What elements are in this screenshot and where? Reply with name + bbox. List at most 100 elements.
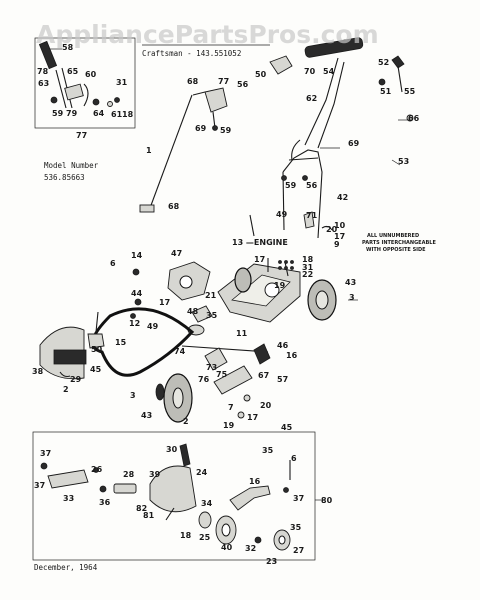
part-number-label: 40 [221,543,233,552]
handle-assembly [269,37,414,161]
wheel-lower-left [163,373,193,423]
part-number-label: 17 [247,413,258,422]
part-number-label: 68 [168,202,180,211]
part-number-label: 14 [131,251,143,260]
part-number-label: 33 [63,494,74,503]
part-number-label: 59 [285,181,297,190]
part-number-label: 34 [201,499,213,508]
part-number-label: 21 [205,291,217,300]
part-number-label: 18 [302,255,314,264]
part-number-label: 36 [99,498,111,507]
part-number-label: 17 [334,232,345,241]
part-number-label: 10 [334,221,346,230]
interchange-note-2: PARTS INTERCHANGEABLE [362,240,436,246]
part-number-label: 26 [91,465,103,474]
part-number-label: 30 [166,445,178,454]
drive-assembly [91,261,271,419]
watermark: AppliancePartsPros.com [36,20,379,49]
part-number-label: 32 [245,544,256,553]
part-number-label: 11 [236,329,248,338]
part-number-label: 43 [345,278,356,287]
wheel-lower-right [155,383,165,401]
part-number-label: 49 [147,322,159,331]
part-number-label: 82 [136,504,147,513]
part-number-label: 50 [255,70,267,79]
header-line: Craftsman - 143.551052 [142,49,241,58]
part-number-label: 42 [337,193,348,202]
part-number-label: 35 [206,311,218,320]
part-number-label: 31 [116,78,128,87]
part-number-label: 55 [404,87,416,96]
wheel-upper-left [234,267,252,293]
part-number-label: 64 [93,109,105,118]
part-number-label: 77 [218,77,229,86]
interchange-note-3: WITH OPPOSITE SIDE [366,247,426,253]
part-number-label: 18 [180,531,192,540]
part-number-label: 17 [254,255,265,264]
part-number-label: 59 [220,126,232,135]
part-number-label: 2 [63,385,69,394]
part-number-label: 68 [187,77,199,86]
part-number-label: 57 [277,375,288,384]
part-number-label: 12 [129,319,140,328]
part-number-label: 74 [174,347,186,356]
part-number-label: 38 [32,367,44,376]
part-number-label: 61 [111,110,123,119]
inset-box-lower [32,431,316,561]
model-number-value: 536.85663 [44,173,85,182]
part-number-label: 15 [115,338,127,347]
part-number-label: 49 [276,210,288,219]
part-number-label: 58 [62,43,74,52]
part-number-label: 27 [293,546,304,555]
lower-inset-parts [40,443,291,551]
part-number-label: 45 [281,423,293,432]
part-number-label: 45 [90,365,102,374]
control-lever-assembly [38,40,120,109]
part-number-label: 28 [123,470,135,479]
model-number-label: Model Number [44,161,99,170]
part-number-label: 20 [260,401,272,410]
part-number-label: 20 [326,225,338,234]
part-number-label: 66 [408,114,420,123]
part-number-label: 9 [334,240,340,249]
part-number-label: 37 [293,494,304,503]
part-number-label: 78 [37,67,49,76]
part-number-label: 19 [223,421,235,430]
part-number-label: 6 [110,259,116,268]
part-number-label: 65 [67,67,79,76]
part-number-label: 37 [40,449,51,458]
part-number-label: 51 [380,87,392,96]
part-number-label: 6 [291,454,297,463]
part-number-label: 43 [141,411,152,420]
part-number-label: 7 [228,403,234,412]
part-number-label: 17 [159,298,170,307]
part-number-label: 73 [206,363,217,372]
part-number-label: 3 [349,293,355,302]
part-number-label: 2 [183,417,189,426]
part-number-label: 47 [171,249,182,258]
part-number-label: 75 [216,370,228,379]
part-number-label: 52 [378,58,389,67]
part-number-label: 48 [187,307,199,316]
part-number-label: 67 [258,371,269,380]
engine-label: 13 —ENGINE [232,238,288,247]
part-number-label: 23 [266,557,277,566]
part-number-label: 16 [286,351,298,360]
part-number-label: 1 [146,146,152,155]
part-number-label: 63 [38,79,49,88]
part-number-label: 3 [130,391,136,400]
part-number-label: 35 [290,523,302,532]
interchange-note-1: ALL UNNUMBERED [367,233,419,239]
part-number-label: 79 [66,109,78,118]
mower-frame [217,258,301,323]
part-number-label: 29 [70,375,82,384]
footer-date: December, 1964 [34,563,98,572]
control-rod [139,87,228,213]
part-number-label: 56 [306,181,318,190]
part-number-label: 69 [195,124,207,133]
part-number-label: 19 [274,281,286,290]
part-number-label: 59 [52,109,64,118]
part-number-label: 31 [302,263,314,272]
